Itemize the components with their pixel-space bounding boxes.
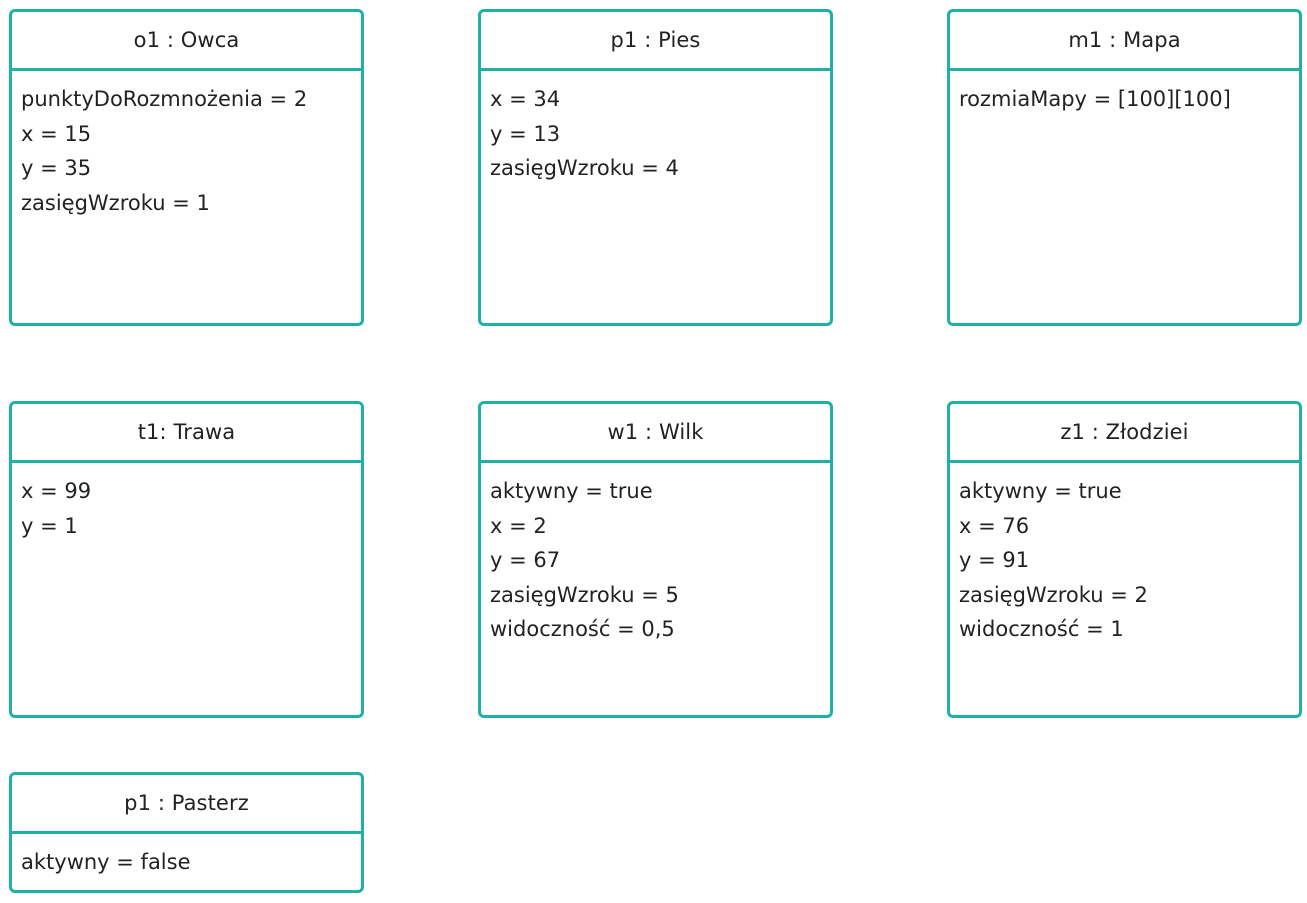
object-attributes: aktywny = false <box>12 834 361 880</box>
attribute: aktywny = true <box>959 479 1122 503</box>
attribute: widoczność = 0,5 <box>490 617 675 641</box>
object-attributes: punktyDoRozmnożenia = 2 x = 15 y = 35 za… <box>12 71 361 220</box>
object-attributes: rozmiaMapy = [100][100] <box>950 71 1299 117</box>
attribute: y = 67 <box>490 548 561 572</box>
object-title: m1 : Mapa <box>950 12 1299 71</box>
object-title: p1 : Pasterz <box>12 775 361 834</box>
object-attributes: x = 34 y = 13 zasięgWzroku = 4 <box>481 71 830 186</box>
object-title: t1: Trawa <box>12 404 361 463</box>
attribute: rozmiaMapy = [100][100] <box>959 87 1231 111</box>
attribute: aktywny = false <box>21 850 191 874</box>
attribute: y = 91 <box>959 548 1030 572</box>
attribute: zasięgWzroku = 4 <box>490 156 679 180</box>
object-attributes: aktywny = true x = 2 y = 67 zasięgWzroku… <box>481 463 830 647</box>
object-box-pies: p1 : Pies x = 34 y = 13 zasięgWzroku = 4 <box>478 9 833 326</box>
object-box-trawa: t1: Trawa x = 99 y = 1 <box>9 401 364 718</box>
object-title: z1 : Złodziei <box>950 404 1299 463</box>
object-box-wilk: w1 : Wilk aktywny = true x = 2 y = 67 za… <box>478 401 833 718</box>
object-box-zlodziei: z1 : Złodziei aktywny = true x = 76 y = … <box>947 401 1302 718</box>
attribute: widoczność = 1 <box>959 617 1124 641</box>
attribute: punktyDoRozmnożenia = 2 <box>21 87 308 111</box>
attribute: y = 13 <box>490 121 561 146</box>
object-box-pasterz: p1 : Pasterz aktywny = false <box>9 772 364 893</box>
attribute: aktywny = true <box>490 479 653 503</box>
object-attributes: aktywny = true x = 76 y = 91 zasięgWzrok… <box>950 463 1299 647</box>
attribute: y = 1 <box>21 513 78 538</box>
attribute: x = 15 <box>21 121 92 146</box>
object-title: o1 : Owca <box>12 12 361 71</box>
attribute: x = 2 <box>490 513 547 538</box>
attribute: x = 76 <box>959 513 1030 538</box>
attribute: x = 99 <box>21 479 92 503</box>
attribute: zasięgWzroku = 5 <box>490 582 679 607</box>
object-attributes: x = 99 y = 1 <box>12 463 361 543</box>
object-box-mapa: m1 : Mapa rozmiaMapy = [100][100] <box>947 9 1302 326</box>
object-title: p1 : Pies <box>481 12 830 71</box>
attribute: zasięgWzroku = 2 <box>959 582 1148 607</box>
attribute: zasięgWzroku = 1 <box>21 190 210 215</box>
attribute: y = 35 <box>21 156 92 180</box>
object-title: w1 : Wilk <box>481 404 830 463</box>
attribute: x = 34 <box>490 87 561 111</box>
object-box-owca: o1 : Owca punktyDoRozmnożenia = 2 x = 15… <box>9 9 364 326</box>
